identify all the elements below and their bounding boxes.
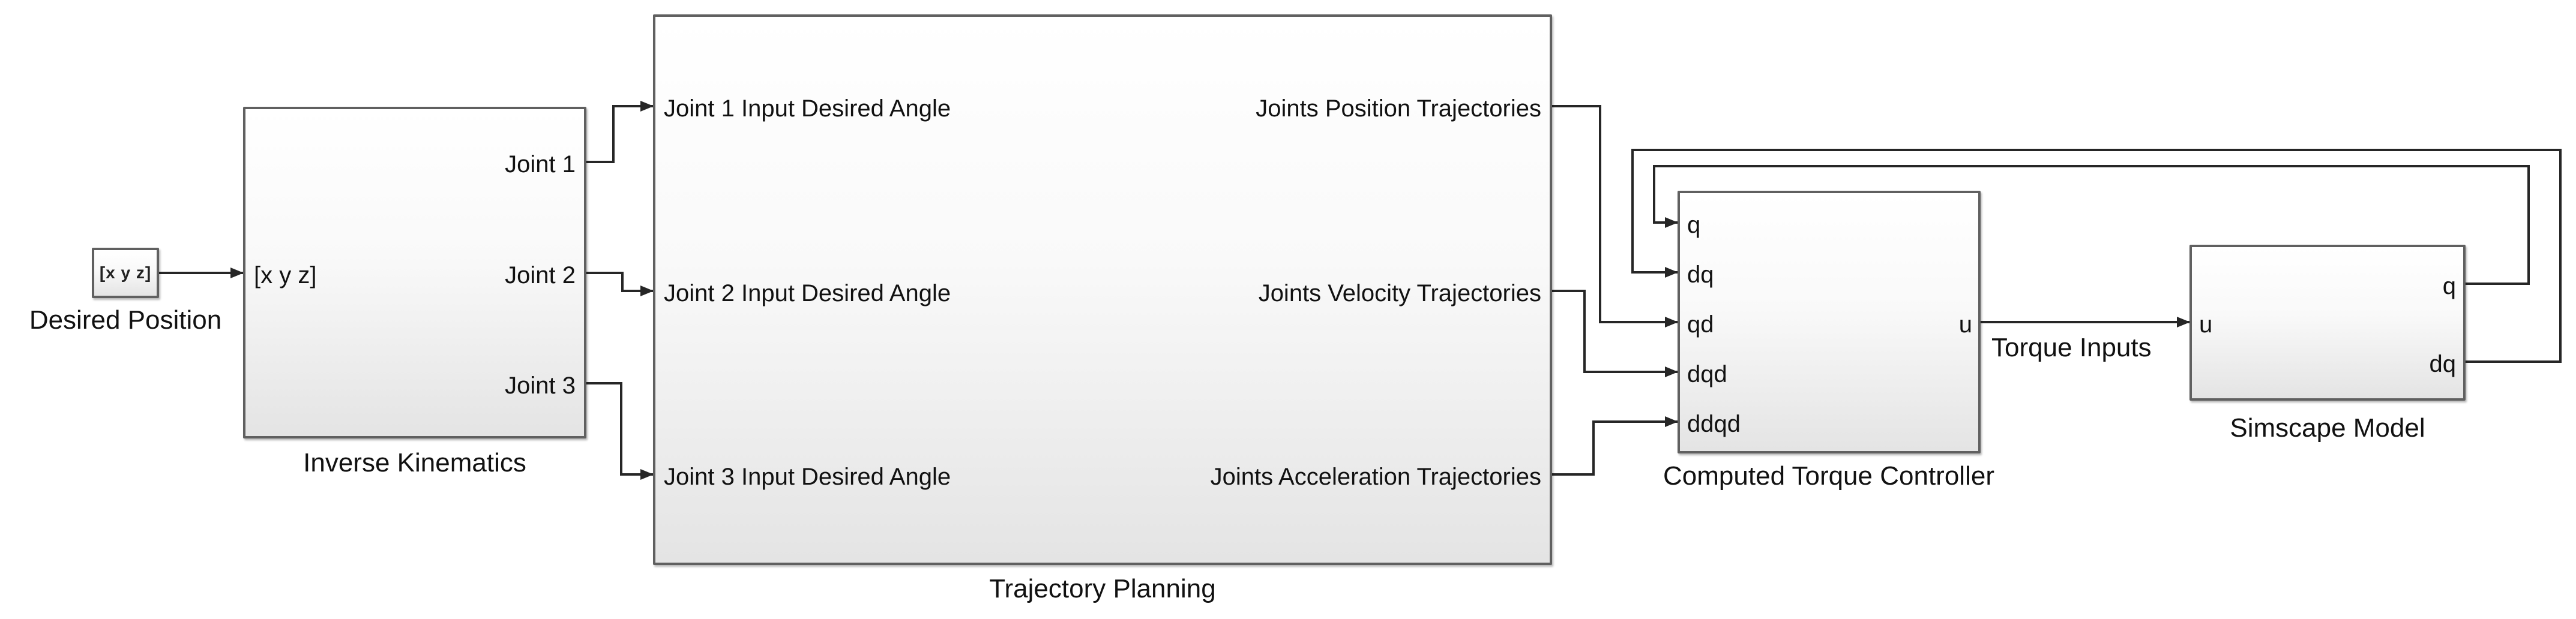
- ctc-input-port-dqd: dqd: [1687, 361, 1727, 387]
- block-caption-trajectory-planning: Trajectory Planning: [989, 574, 1216, 603]
- tp-input-port-joint2-angle: Joint 2 Input Desired Angle: [664, 280, 951, 307]
- tp-input-port-joint1-angle: Joint 1 Input Desired Angle: [664, 95, 951, 122]
- wire-ik-joint2-to-tp[interactable]: [586, 272, 654, 296]
- block-caption-simscape-model: Simscape Model: [2230, 413, 2425, 443]
- block-inverse-kinematics[interactable]: [x y z] Joint 1 Joint 2 Joint 3: [243, 107, 586, 438]
- tp-output-port-position: Joints Position Trajectories: [1256, 95, 1541, 122]
- ik-output-port-joint2: Joint 2: [505, 262, 576, 289]
- block-simscape-model[interactable]: u q dq: [2189, 245, 2466, 401]
- wire-simscape-dq-feedback-to-ctc-dq[interactable]: [1631, 149, 2562, 363]
- ctc-input-port-qd: qd: [1687, 311, 1714, 338]
- tp-input-port-joint3-angle: Joint 3 Input Desired Angle: [664, 464, 951, 490]
- block-caption-desired-position: Desired Position: [29, 305, 222, 335]
- ctc-input-port-q: q: [1687, 212, 1701, 238]
- ctc-input-port-dq: dq: [1687, 262, 1714, 288]
- wire-ik-joint1-to-tp[interactable]: [586, 101, 654, 163]
- wire-simscape-q-feedback-to-ctc-q[interactable]: [1653, 165, 2530, 285]
- ik-output-port-joint1: Joint 1: [505, 151, 576, 178]
- block-computed-torque-controller[interactable]: q dq qd dqd ddqd u: [1678, 191, 1981, 453]
- simscape-output-port-q: q: [2442, 273, 2456, 299]
- tp-output-port-acceleration: Joints Acceleration Trajectories: [1210, 464, 1541, 490]
- wire-tp-position-to-ctc-qd[interactable]: [1552, 105, 1678, 327]
- block-caption-inverse-kinematics: Inverse Kinematics: [303, 448, 526, 477]
- simscape-input-port-u: u: [2199, 311, 2213, 338]
- block-caption-computed-torque-controller: Computed Torque Controller: [1663, 461, 1994, 491]
- ctc-output-port-u: u: [1958, 311, 1972, 338]
- block-trajectory-planning[interactable]: Joint 1 Input Desired Angle Joint 2 Inpu…: [653, 14, 1552, 565]
- wire-tp-velocity-to-ctc-dqd[interactable]: [1552, 290, 1678, 377]
- signal-label-torque-inputs: Torque Inputs: [1991, 333, 2152, 362]
- block-desired-position[interactable]: [x y z]: [92, 248, 159, 298]
- ctc-input-port-ddqd: ddqd: [1687, 411, 1741, 437]
- wire-ik-joint3-to-tp[interactable]: [586, 382, 654, 480]
- ik-output-port-joint3: Joint 3: [505, 372, 576, 399]
- desired-position-value: [x y z]: [99, 263, 152, 282]
- tp-output-port-velocity: Joints Velocity Trajectories: [1258, 280, 1541, 307]
- simscape-output-port-dq: dq: [2429, 351, 2457, 377]
- ik-input-port-xyz: [x y z]: [254, 262, 317, 289]
- wire-tp-acceleration-to-ctc-ddqd[interactable]: [1552, 416, 1678, 476]
